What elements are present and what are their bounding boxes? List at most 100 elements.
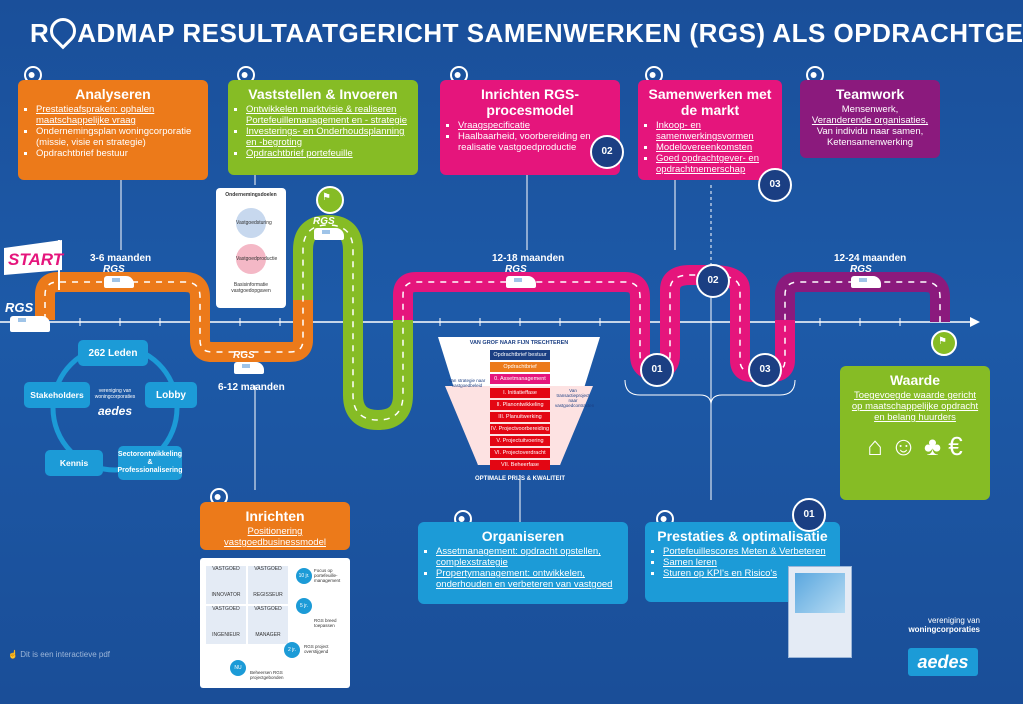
link-prestatieafspraken[interactable]: Prestatieafspraken: ophalen maatschappel…	[36, 104, 155, 126]
card-analyseren[interactable]: Analyseren Prestatieafspraken: ophalen m…	[18, 80, 208, 180]
cycle-node-stakeholders[interactable]: Stakeholders	[24, 382, 90, 408]
funnel-row[interactable]: VI. Projectoverdracht	[490, 448, 550, 458]
link-sturen-kpi[interactable]: Sturen op KPI's en Risico's	[663, 568, 777, 579]
euro-icon: €	[948, 431, 963, 461]
road-badge-03[interactable]: 03	[748, 353, 782, 387]
road-badge-01[interactable]: 01	[640, 353, 674, 387]
hand-pointer-icon: ☝	[8, 650, 18, 659]
funnel-left-note: Van strategie naar vastgoedbeleid	[448, 378, 486, 388]
report-thumbnail[interactable]	[788, 566, 852, 658]
card-badge[interactable]: 02	[590, 135, 624, 169]
road-badge-02[interactable]: 02	[696, 264, 730, 298]
doc-title: Ondernemingsdoelen	[225, 192, 277, 198]
card-vaststellen[interactable]: Vaststellen & Invoeren Ontwikkelen markt…	[228, 80, 418, 175]
card-organiseren[interactable]: Organiseren Assetmanagement: opdracht op…	[418, 522, 628, 604]
timeline-arrowhead	[970, 317, 980, 327]
step-badge: 5 jr.	[296, 598, 312, 614]
link-opdrachtbrief-portefeuille[interactable]: Opdrachtbrief portefeuille	[246, 148, 353, 159]
duration-label: 3-6 maanden	[90, 253, 152, 264]
funnel-row[interactable]: V. Projectuitvoering	[490, 436, 550, 446]
card-title: Prestaties & optimalisatie	[657, 528, 828, 544]
car-icon	[104, 276, 134, 288]
step-text: RGS project overstijgend	[304, 644, 329, 654]
flag-icon: ⚑	[938, 336, 947, 347]
start-flag	[4, 240, 62, 275]
link-marktvisie[interactable]: Ontwikkelen marktvisie & realiseren Port…	[246, 104, 408, 126]
car-icon	[10, 316, 50, 332]
link-modelovereenkomsten[interactable]: Modelovereenkomsten	[656, 142, 753, 153]
interactive-note: ☝ Dit is een interactieve pdf	[8, 650, 111, 659]
card-title: Organiseren	[481, 528, 565, 544]
card-title: Vaststellen & Invoeren	[248, 86, 398, 102]
cycle-node-kennis[interactable]: Kennis	[45, 450, 103, 476]
card-inrichten[interactable]: Inrichten Positionering vastgoedbusiness…	[200, 502, 350, 550]
funnel-row[interactable]: I. Initiatieffase	[490, 388, 550, 398]
list-item: Ondernemingsplan woningcorporatie (missi…	[36, 126, 200, 148]
duration-label: 12-24 maanden	[834, 253, 907, 264]
funnel-foot: OPTIMALE PRIJS & KWALITEIT	[474, 476, 565, 482]
cycle-node-leden[interactable]: 262 Leden	[78, 340, 148, 366]
link-portefeuillescores[interactable]: Portefeuillescores Meten & Verbeteren	[663, 546, 826, 557]
link-samen-leren[interactable]: Samen leren	[663, 557, 717, 568]
rgs-label: RGS	[505, 264, 527, 275]
link-inkoop[interactable]: Inkoop- en samenwerkingsvormen	[656, 120, 754, 142]
link-investeringsplanning[interactable]: Investerings- en Onderhoudsplanning en -…	[246, 126, 405, 148]
card-badge[interactable]: 01	[792, 498, 826, 532]
step-badge: 10 jr.	[296, 568, 312, 584]
funnel-row[interactable]: III. Planuitwerking	[490, 412, 550, 422]
funnel-right-note: Van transactieproject naar vastgoedcontr…	[555, 388, 595, 408]
cycle-logo-text: vereniging van woningcorporaties	[94, 388, 136, 400]
rgs-label: RGS	[5, 300, 34, 315]
funnel-row[interactable]: 0. Assetmanagement	[490, 374, 550, 384]
link-opdrachtgeverschap[interactable]: Goed opdrachtgever- en opdrachtnemerscha…	[656, 153, 759, 175]
link-propertymanagement[interactable]: Propertymanagement: ontwikkelen, onderho…	[436, 568, 613, 590]
funnel-row[interactable]: II. Planontwikkeling	[490, 400, 550, 410]
funnel-row[interactable]: Opdrachtbrief portefeuille	[490, 362, 550, 380]
card-samenwerken[interactable]: Samenwerken met de markt Inkoop- en same…	[638, 80, 782, 180]
link-toegevoegde-waarde[interactable]: Toegevoegde waarde gericht op maatschapp…	[851, 390, 979, 423]
aedes-logo: aedes	[908, 648, 978, 676]
card-title: Inrichten	[245, 508, 305, 524]
funnel-row[interactable]: Opdrachtbrief bestuur	[490, 350, 550, 360]
doc-foot: Basisinformatie vastgoedopgaven	[231, 282, 271, 294]
link-vastgoedbusinessmodel[interactable]: vastgoedbusinessmodel	[224, 537, 326, 548]
report-cover	[795, 573, 845, 613]
ondernemingsdoelen-document[interactable]: Ondernemingsdoelen Vastgoedsturing Vastg…	[216, 188, 286, 308]
rgs-label: RGS	[103, 264, 125, 275]
list-item: Haalbaarheid, voorbereiding en realisati…	[458, 131, 612, 153]
link-veranderende-organisaties[interactable]: Veranderende organisaties,	[811, 115, 929, 126]
link-assetmanagement[interactable]: Assetmanagement: opdracht opstellen, com…	[436, 546, 601, 568]
duration-label: 6-12 maanden	[218, 382, 285, 393]
card-badge[interactable]: 03	[758, 168, 792, 202]
step-badge: 2 jr.	[284, 642, 300, 658]
car-icon	[314, 228, 344, 240]
doc-circle: Vastgoedproductie	[236, 244, 277, 274]
road-pink	[393, 265, 795, 382]
funnel-row[interactable]: VII. Beheerfase	[490, 460, 550, 470]
card-teamwork[interactable]: Teamwork Mensenwerk, Veranderende organi…	[800, 80, 940, 158]
cycle-logo: aedes	[97, 404, 133, 418]
cycle-node-lobby[interactable]: Lobby	[145, 382, 197, 408]
text-line: Van individu naar samen,	[816, 126, 924, 137]
value-icons: ⌂ ☺ ♣ €	[848, 431, 982, 461]
list-item: Opdrachtbrief bestuur	[36, 148, 200, 159]
card-waarde[interactable]: Waarde Toegevoegde waarde gericht op maa…	[840, 366, 990, 500]
funnel-row[interactable]: IV. Projectvoorbereiding	[490, 424, 550, 434]
duration-label: 12-18 maanden	[492, 253, 565, 264]
link-positionering[interactable]: Positionering	[247, 526, 303, 537]
flag-marker-end	[931, 330, 957, 356]
card-prestaties[interactable]: Prestaties & optimalisatie Portefeuilles…	[645, 522, 840, 602]
card-title: Waarde	[889, 372, 941, 388]
tree-icon: ♣	[923, 431, 942, 461]
link-vraagspecificatie[interactable]: Vraagspecificatie	[458, 120, 530, 131]
cycle-node-sector[interactable]: Sectorontwikkeling & Professionalisering	[118, 446, 182, 480]
card-title: Teamwork	[835, 86, 905, 102]
assoc-text: vereniging van woningcorporaties	[908, 616, 980, 634]
card-inrichten-rgs[interactable]: Inrichten RGS-procesmodel Vraagspecifica…	[440, 80, 620, 175]
step-text: Focus op portefeuille-management	[314, 568, 341, 583]
